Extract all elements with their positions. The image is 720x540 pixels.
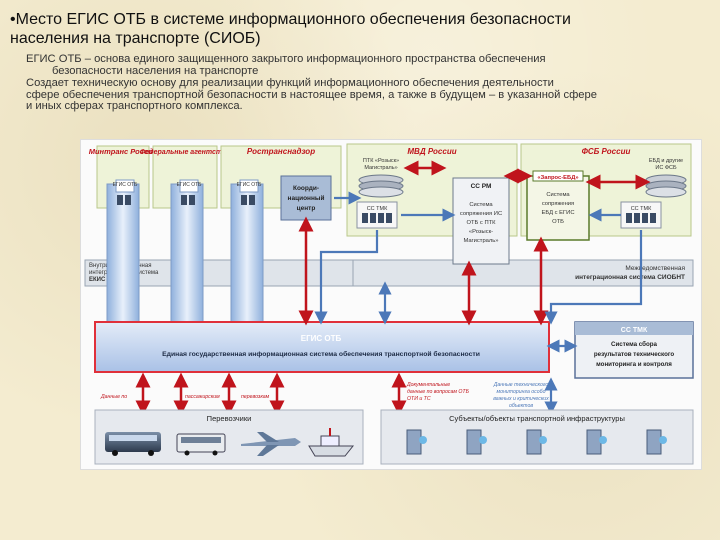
dept-fsb-label: ФСБ России bbox=[582, 147, 631, 156]
mezh-line1: Межведомственная bbox=[625, 265, 685, 272]
flow-tech-1: Данные технического bbox=[493, 382, 549, 388]
ccrm-line4: «Розыск- bbox=[469, 229, 493, 235]
flow-data-3: перевозкам bbox=[241, 394, 270, 400]
ccrm-line5: Магистраль» bbox=[463, 238, 498, 244]
flow-data-2: пассажирским bbox=[185, 394, 220, 400]
ebd-line1: ЕБД и другие bbox=[649, 158, 683, 164]
zapros-ebd-label: «Запрос-ЕБД» bbox=[537, 175, 578, 181]
cc-tmk-fsb: СС ТМК bbox=[620, 201, 662, 229]
subjects-label: Субъекты/объекты транспортной инфраструк… bbox=[449, 414, 625, 423]
bullet-2-line3: и иных сферах транспортного комплекса. bbox=[26, 100, 243, 112]
cc-tmk-line2: результатов технического bbox=[594, 351, 674, 358]
slide-bullets: ЕГИС ОТБ – основа единого защищенного за… bbox=[26, 53, 702, 114]
flow-docs-1: Документальные bbox=[406, 382, 450, 388]
fsb-line1: Система bbox=[546, 192, 570, 198]
flow-tech-2: мониторинга особо bbox=[497, 389, 546, 395]
flow-tech-3: важных и критических bbox=[493, 396, 549, 402]
coordination-center: Коорди- национный центр bbox=[280, 175, 332, 221]
cc-rm: СС РМ Система сопряжения ИС ОТБ с ПТК «Р… bbox=[452, 177, 510, 265]
mezh-system: Межведомственная интеграционная система … bbox=[352, 259, 694, 287]
bullet-1: ЕГИС ОТБ – основа единого защищенного за… bbox=[26, 53, 702, 77]
server-stack-icon bbox=[117, 195, 255, 205]
server-stack-icon bbox=[626, 213, 656, 223]
flow-data-1: Данные по bbox=[100, 394, 127, 400]
siob-diagram: Минтранс России Федеральные агентства Ро… bbox=[80, 139, 702, 470]
mezh-line2: интеграционная система СИОБНТ bbox=[575, 274, 685, 281]
flow-tech-4: объектов bbox=[509, 403, 533, 409]
red-arrows bbox=[135, 160, 651, 416]
bullet-2-line1: Создает техническую основу для реализаци… bbox=[26, 77, 554, 89]
fsb-sopryazh: «Запрос-ЕБД» Система сопряжения ЕБД с ЕГ… bbox=[526, 170, 590, 241]
cc-tmk-mvd-label: СС ТМК bbox=[367, 206, 388, 212]
ebd-fsb: ЕБД и другие ИС ФСБ bbox=[645, 158, 687, 198]
slide-title-line2: населения на транспорте (СИОБ) bbox=[10, 30, 261, 47]
tech-labels: Данные технического мониторинга особо ва… bbox=[493, 382, 549, 409]
flow-docs-2: данные по вопросам ОТБ bbox=[407, 389, 470, 395]
cc-tmk-mvd: СС ТМК bbox=[356, 201, 398, 229]
coord-line2: национный bbox=[288, 194, 325, 202]
carriers-label: Перевозчики bbox=[207, 414, 252, 423]
ptk-line2: Магистраль» bbox=[364, 165, 397, 171]
ccrm-line2: сопряжения ИС bbox=[460, 211, 502, 217]
dept-rostrans-label: Ространснадзор bbox=[247, 147, 315, 156]
egis-pipe-label-1: ЕГИС ОТБ bbox=[113, 182, 139, 188]
airplane-icon bbox=[241, 432, 301, 456]
flow-docs-3: ОТИ и ТС bbox=[407, 396, 431, 402]
subjects-group: Субъекты/объекты транспортной инфраструк… bbox=[380, 409, 694, 465]
slide-title-line1: •Место ЕГИС ОТБ в системе информационног… bbox=[10, 11, 571, 28]
coord-line3: центр bbox=[297, 205, 316, 212]
blue-arrows bbox=[314, 191, 643, 415]
cc-tmk-title: СС ТМК bbox=[621, 327, 648, 334]
egis-main-desc: Единая государственная информационная си… bbox=[162, 350, 480, 358]
bullet-2-line2: сфере обеспечения транспортной безопасно… bbox=[26, 88, 597, 101]
egis-pipe-label-2: ЕГИС ОТБ bbox=[177, 182, 203, 188]
ptk-line1: ПТК «Розыск» bbox=[363, 158, 399, 164]
egis-otb-main: ЕГИС ОТБ Единая государственная информац… bbox=[94, 321, 550, 373]
ptk-rozysk: ПТК «Розыск» Магистраль» bbox=[358, 158, 404, 198]
fsb-line4: ОТБ bbox=[552, 219, 564, 225]
bullet-1-line2: безопасности населения на транспорте bbox=[52, 64, 259, 77]
fsb-line3: ЕБД с ЕГИС bbox=[541, 210, 574, 216]
bullet-2: Создает техническую основу для реализаци… bbox=[26, 77, 702, 113]
cc-tmk-main: СС ТМК Система сбора результатов техниче… bbox=[574, 321, 694, 379]
tram-icon bbox=[176, 433, 226, 456]
ccrm-line1: Система bbox=[469, 202, 493, 208]
dept-mintrans-label: Минтранс России bbox=[89, 147, 158, 156]
cc-tmk-line3: мониторинга и контроля bbox=[596, 361, 672, 368]
ship-icon bbox=[308, 428, 355, 457]
server-stack-icon bbox=[362, 213, 392, 223]
egis-main-title: ЕГИС ОТБ bbox=[301, 334, 342, 343]
siob-diagram-svg: Минтранс России Федеральные агентства Ро… bbox=[84, 143, 694, 465]
cc-tmk-fsb-label: СС ТМК bbox=[631, 206, 652, 212]
bus-icon bbox=[105, 432, 161, 456]
slide-title: •Место ЕГИС ОТБ в системе информационног… bbox=[10, 10, 700, 48]
dept-federal-label: Федеральные агентства bbox=[140, 148, 230, 156]
ebd-line2: ИС ФСБ bbox=[655, 165, 677, 171]
carriers-group: Перевозчики bbox=[94, 409, 364, 465]
dept-mvd-label: МВД России bbox=[407, 147, 456, 156]
fsb-line2: сопряжения bbox=[542, 201, 574, 207]
flow-labels: Данные по пассажирским перевозкам Докуме… bbox=[100, 382, 470, 402]
cc-tmk-line1: Система сбора bbox=[611, 341, 657, 348]
egis-pipe-label-3: ЕГИС ОТБ bbox=[237, 182, 263, 188]
server-icon bbox=[406, 429, 667, 455]
bullet-1-line1: ЕГИС ОТБ – основа единого защищенного за… bbox=[26, 53, 546, 65]
coord-line1: Коорди- bbox=[293, 185, 319, 192]
ccrm-title: СС РМ bbox=[471, 183, 492, 190]
ccrm-line3: ОТБ с ПТК bbox=[466, 220, 496, 226]
egis-pipes: ЕГИС ОТБ ЕГИС ОТБ ЕГИС ОТБ bbox=[106, 179, 264, 333]
